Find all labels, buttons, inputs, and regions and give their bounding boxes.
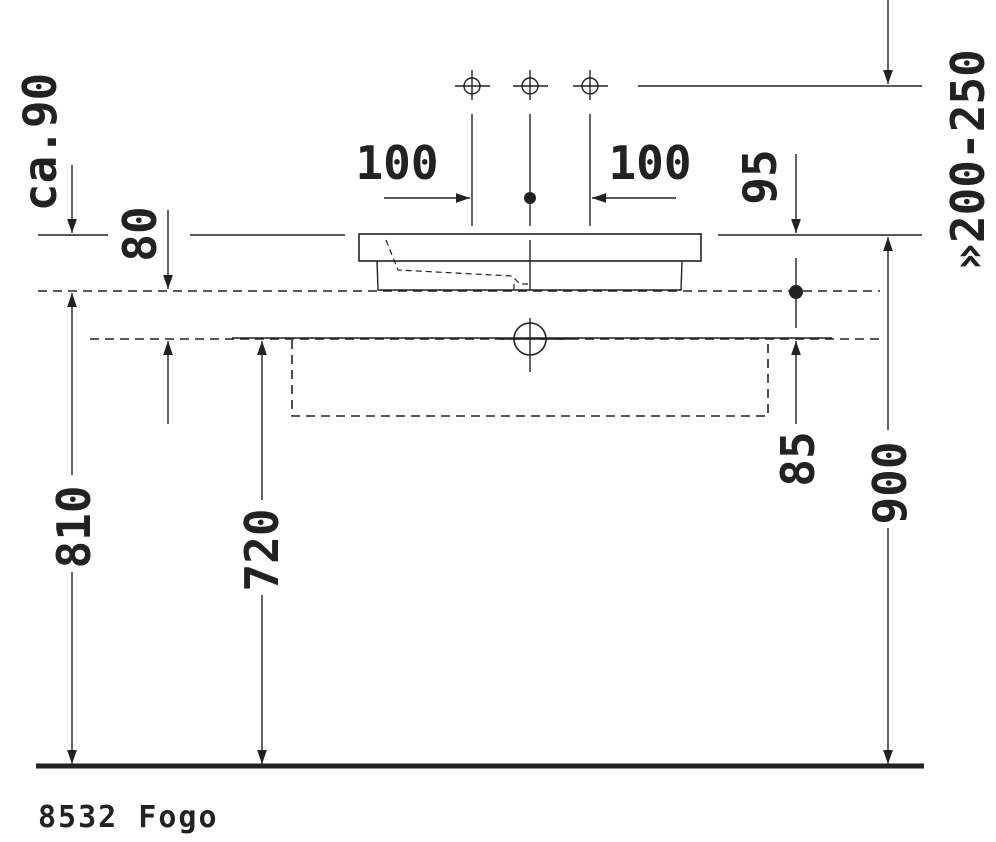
label-85: 85 xyxy=(771,431,825,486)
label-95: 95 xyxy=(733,149,787,204)
product-caption: 8532 Fogo xyxy=(38,800,219,835)
basin-inner-dashed xyxy=(385,239,528,285)
vanity-unit-outline xyxy=(291,340,769,417)
label-200-250: »200-250 xyxy=(941,49,995,271)
tap-hole-left xyxy=(455,70,490,226)
tap-hole-center xyxy=(513,70,548,290)
tap-hole-right xyxy=(573,70,608,226)
label-80: 80 xyxy=(113,206,167,261)
label-810: 810 xyxy=(47,485,101,568)
label-ca90: ca.90 xyxy=(13,73,67,211)
label-900: 900 xyxy=(863,441,917,524)
label-100-left: 100 xyxy=(355,136,438,190)
tap-center-dot xyxy=(524,192,536,204)
label-720: 720 xyxy=(235,508,289,591)
worktop-reference-dot xyxy=(789,285,803,299)
label-100-right: 100 xyxy=(608,136,691,190)
